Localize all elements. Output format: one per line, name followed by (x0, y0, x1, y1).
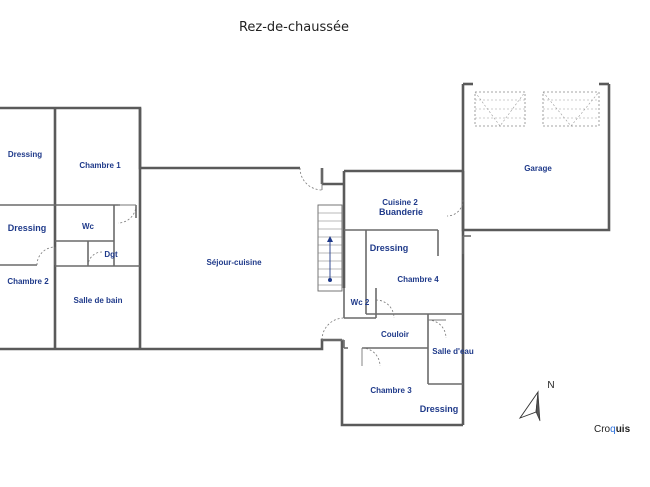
walls (0, 82, 611, 427)
label-buanderie: Buanderie (379, 207, 423, 217)
label-dressing-bottom: Dressing (420, 404, 459, 414)
label-wc-2: Wc 2 (351, 298, 370, 307)
north-letter: N (547, 380, 554, 391)
label-couloir: Couloir (381, 330, 409, 339)
brand-accent: q (610, 424, 616, 435)
label-chambre-4: Chambre 4 (397, 275, 439, 284)
label-dressing-top-left: Dressing (8, 150, 42, 159)
brand-logo: Croquis (594, 424, 631, 435)
label-dressing-left: Dressing (8, 223, 47, 233)
label-dgt: Dgt (104, 250, 118, 259)
brand-suffix: uis (616, 424, 631, 435)
label-chambre-3: Chambre 3 (370, 386, 412, 395)
label-wc-1: Wc (82, 222, 95, 231)
label-cuisine-2: Cuisine 2 (382, 198, 418, 207)
label-salle-d-eau: Salle d'eau (432, 347, 474, 356)
doors (36, 167, 464, 367)
garage-skylights (474, 91, 600, 127)
north-arrow-icon: N (518, 380, 555, 422)
label-dressing-middle: Dressing (370, 243, 409, 253)
staircase (317, 204, 343, 292)
label-garage: Garage (524, 164, 552, 173)
label-chambre-1: Chambre 1 (79, 161, 121, 170)
label-sejour-cuisine: Séjour-cuisine (206, 258, 262, 267)
room-labels: Dressing Chambre 1 Dressing Wc Dgt Chamb… (7, 150, 552, 414)
label-chambre-2: Chambre 2 (7, 277, 49, 286)
label-salle-de-bain: Salle de bain (74, 296, 123, 305)
floor-title: Rez-de-chaussée (239, 20, 349, 35)
brand-prefix: Cro (594, 424, 611, 435)
